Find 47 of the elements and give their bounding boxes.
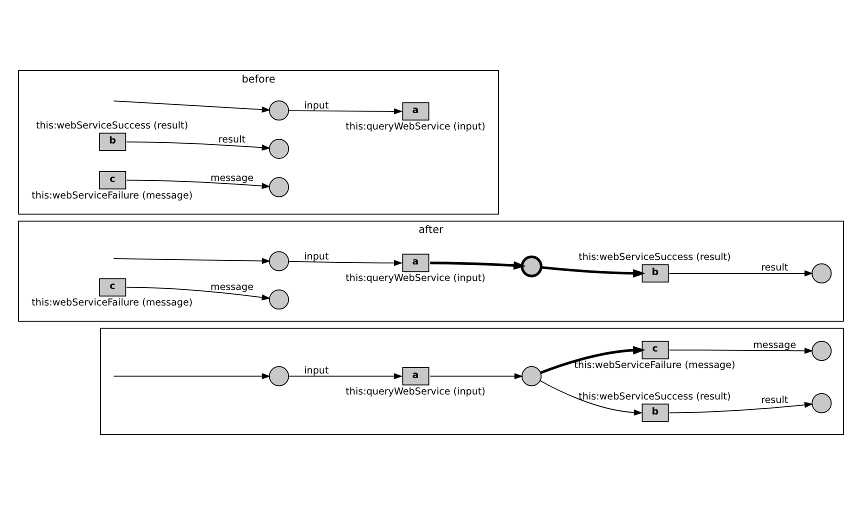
node-circle (812, 393, 832, 414)
arrow (540, 380, 643, 416)
node-circle (812, 263, 832, 284)
arrow (126, 180, 271, 189)
node-circle (268, 138, 290, 159)
node-circle (812, 340, 832, 361)
arrow (668, 402, 814, 414)
node-circle (268, 100, 290, 121)
node-label: this:queryWebService (input) (346, 386, 486, 398)
cluster (100, 328, 844, 435)
node-circle (268, 366, 290, 386)
edge-label: message (210, 172, 254, 184)
node-circle (268, 177, 290, 198)
node-label: this:queryWebService (input) (346, 273, 486, 284)
edge-label: input (304, 365, 329, 376)
edge-label: input (304, 100, 329, 112)
node-circle (268, 251, 290, 272)
node-label: this:webServiceSuccess (result) (36, 120, 188, 132)
node-circle (522, 366, 542, 386)
arrow (113, 100, 271, 113)
edge-label: result (218, 134, 246, 146)
arrow (540, 346, 646, 374)
edge-label: input (304, 251, 329, 262)
node-label: this:webServiceSuccess (result) (578, 392, 731, 403)
edge-label: message (753, 340, 796, 352)
arrow (126, 141, 271, 151)
arrow (668, 270, 814, 276)
arrow (541, 266, 646, 278)
arrow (430, 261, 526, 270)
node-circle (268, 290, 290, 310)
node-label: this:webServiceFailure (message) (574, 360, 736, 372)
arrow (288, 260, 403, 266)
arrow (113, 258, 271, 264)
arrow (113, 373, 271, 380)
arrow (430, 373, 524, 380)
arrow (668, 348, 814, 354)
node-label: this:webServiceSuccess (result) (578, 252, 731, 264)
node-label: this:queryWebService (input) (346, 122, 486, 133)
arrow (288, 373, 403, 380)
edge-label: message (210, 282, 254, 293)
node-label: this:webServiceFailure (message) (32, 190, 193, 202)
arrow (126, 286, 271, 300)
edge-label: result (761, 262, 788, 274)
edge-label: result (761, 395, 788, 406)
node-label: this:webServiceFailure (message) (32, 297, 193, 308)
arrow (288, 108, 403, 114)
node-circle (520, 256, 542, 278)
